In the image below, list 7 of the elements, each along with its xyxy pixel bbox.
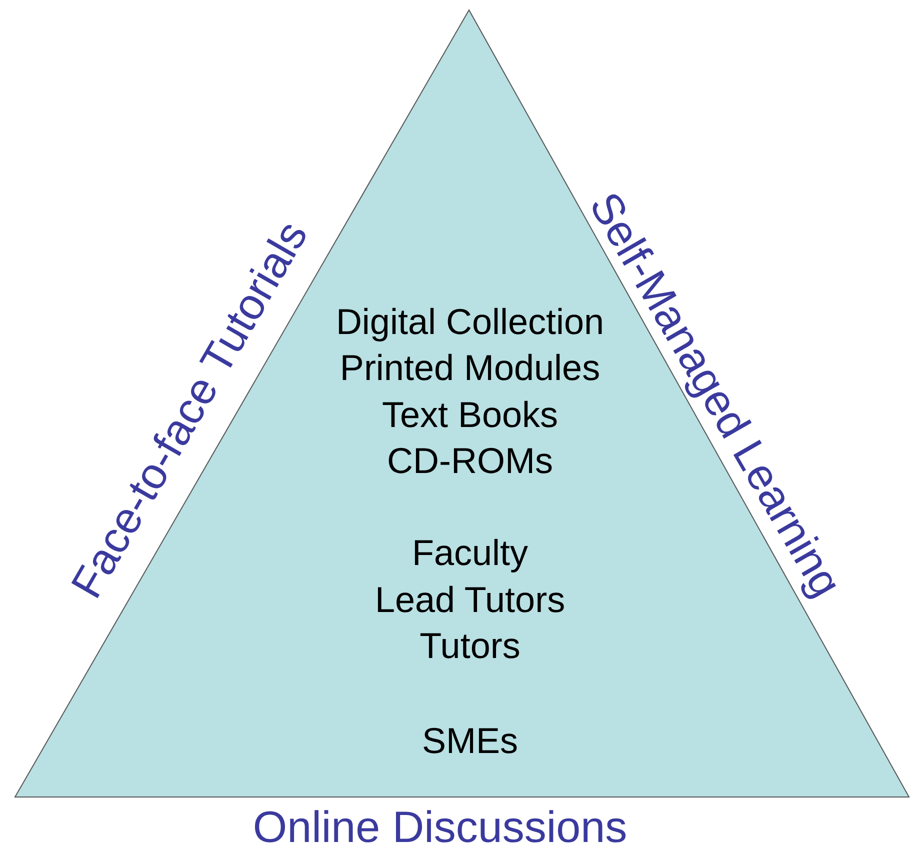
list-item: Faculty — [412, 533, 528, 573]
side-label: Online Discussions — [252, 804, 628, 851]
list-item: Tutors — [420, 626, 520, 666]
list-item: Lead Tutors — [374, 580, 566, 620]
list-item: Text Books — [382, 395, 558, 435]
list-item: CD-ROMs — [387, 441, 553, 481]
list-item: SMEs — [422, 721, 518, 761]
